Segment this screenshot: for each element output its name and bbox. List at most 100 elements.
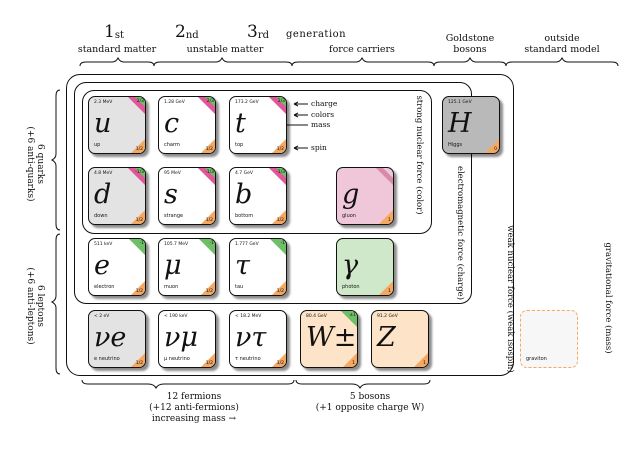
leptons-label: 6 leptons(+6 anti-leptons) bbox=[25, 267, 45, 345]
particle-cell-tau[interactable]: -1 1.777 GeV τ tau 1/2 bbox=[229, 238, 287, 296]
charge-corner bbox=[129, 239, 145, 255]
particle-mass: 125.1 GeV bbox=[448, 100, 472, 105]
particle-symbol: e bbox=[94, 250, 110, 281]
standard-matter-label: standard matter bbox=[77, 44, 157, 55]
unstable-matter-label: unstable matter bbox=[186, 44, 264, 55]
goldstone-label: Goldstone bbox=[445, 33, 495, 44]
particle-cell-strange[interactable]: -1/3 95 MeV s strange 1/2 bbox=[158, 167, 216, 225]
particle-cell-muon[interactable]: -1 105.7 MeV μ muon 1/2 bbox=[158, 238, 216, 296]
quarks-label: 6 quarks(+6 anti-quarks) bbox=[25, 126, 45, 202]
particle-cell-electron[interactable]: -1 511 keV e electron 1/2 bbox=[88, 238, 146, 296]
particle-name: Higgs bbox=[448, 142, 463, 148]
particle-symbol: s bbox=[164, 179, 178, 210]
spin-corner bbox=[414, 353, 428, 367]
charge-annotation: charge bbox=[311, 99, 338, 108]
bosons-label: bosons bbox=[453, 44, 487, 55]
particle-cell-up[interactable]: 2/3 2.3 MeV u up 1/2 bbox=[88, 96, 146, 154]
gen1-label: 1st bbox=[104, 22, 124, 42]
particle-cell-tau-neutrino[interactable]: < 18.2 MeV ντ τ neutrino 1/2 bbox=[229, 310, 287, 368]
particle-cell-gluon[interactable]: g gluon 1 bbox=[336, 167, 394, 225]
particle-cell-z-boson[interactable]: 91.2 GeV Z 1 bbox=[371, 310, 429, 368]
particle-mass: 80.4 GeV bbox=[306, 314, 327, 319]
strong-force-region bbox=[82, 90, 432, 234]
spin-corner bbox=[485, 139, 499, 153]
particle-mass: 173.2 GeV bbox=[235, 100, 259, 105]
outside-label: outside bbox=[544, 33, 580, 44]
gravity-force-label: gravitational force (mass) bbox=[603, 242, 613, 354]
spin-corner bbox=[272, 139, 286, 153]
spin-corner bbox=[272, 353, 286, 367]
particle-name: gluon bbox=[342, 213, 356, 219]
particle-cell-electron-neutrino[interactable]: < 2 eV νe e neutrino 1/2 bbox=[88, 310, 146, 368]
particle-name: graviton bbox=[526, 356, 547, 362]
particle-name: charm bbox=[164, 142, 180, 148]
fermions-summary: 12 fermions (+12 anti-fermions) increasi… bbox=[149, 392, 239, 424]
spin-corner bbox=[131, 281, 145, 295]
particle-mass: < 2 eV bbox=[94, 314, 110, 319]
particle-cell-bottom[interactable]: -1/3 4.7 GeV b bottom 1/2 bbox=[229, 167, 287, 225]
particle-name: e neutrino bbox=[94, 356, 120, 362]
spin-annotation: spin bbox=[311, 143, 327, 152]
particle-cell-graviton[interactable]: graviton bbox=[520, 310, 578, 368]
particle-name: electron bbox=[94, 284, 115, 290]
particle-mass: 4.8 MeV bbox=[94, 171, 113, 176]
charge-corner bbox=[270, 239, 286, 255]
particle-name: photon bbox=[342, 284, 360, 290]
particle-symbol: γ bbox=[342, 250, 359, 281]
particle-mass: 91.2 GeV bbox=[377, 314, 398, 319]
particle-mass: 1.28 GeV bbox=[164, 100, 185, 105]
particle-mass: 4.7 GeV bbox=[235, 171, 253, 176]
mass-annotation: mass bbox=[311, 120, 331, 129]
particle-cell-higgs[interactable]: 125.1 GeV H Higgs 0 bbox=[442, 96, 500, 154]
spin-corner bbox=[201, 353, 215, 367]
spin-corner bbox=[272, 281, 286, 295]
particle-symbol: u bbox=[94, 108, 112, 139]
particle-name: top bbox=[235, 142, 244, 148]
generation-label: generation bbox=[286, 29, 347, 40]
particle-mass: 1.777 GeV bbox=[235, 242, 259, 247]
particle-mass: 105.7 MeV bbox=[164, 242, 189, 247]
spin-corner bbox=[379, 210, 393, 224]
particle-cell-muon-neutrino[interactable]: < 190 keV νμ μ neutrino 1/2 bbox=[158, 310, 216, 368]
particle-symbol: g bbox=[342, 179, 360, 210]
particle-mass: < 190 keV bbox=[164, 314, 188, 319]
spin-corner bbox=[343, 353, 357, 367]
particle-cell-down[interactable]: -1/3 4.8 MeV d down 1/2 bbox=[88, 167, 146, 225]
gen3-label: 3rd bbox=[247, 22, 270, 42]
spin-corner bbox=[131, 353, 145, 367]
particle-symbol: μ bbox=[164, 250, 182, 281]
particle-name: down bbox=[94, 213, 108, 219]
particle-symbol: c bbox=[164, 108, 180, 139]
gen2-label: 2nd bbox=[175, 22, 199, 42]
charge-corner bbox=[199, 239, 215, 255]
particle-symbol: τ bbox=[235, 250, 250, 281]
particle-name: μ neutrino bbox=[164, 356, 190, 362]
particle-mass: < 18.2 MeV bbox=[235, 314, 262, 319]
em-force-region bbox=[74, 82, 472, 304]
strong-force-label: strong nuclear force (color) bbox=[414, 95, 424, 215]
spin-corner bbox=[272, 210, 286, 224]
particle-symbol: W± bbox=[306, 322, 357, 353]
particle-cell-charm[interactable]: 2/3 1.28 GeV c charm 1/2 bbox=[158, 96, 216, 154]
particle-symbol: νe bbox=[94, 322, 127, 353]
particle-symbol: t bbox=[235, 108, 246, 139]
spin-corner bbox=[131, 139, 145, 153]
particle-name: strange bbox=[164, 213, 184, 219]
particle-symbol: H bbox=[448, 108, 472, 139]
particle-symbol: νμ bbox=[164, 322, 198, 353]
particle-symbol: ντ bbox=[235, 322, 267, 353]
particle-symbol: d bbox=[94, 179, 112, 210]
particle-name: tau bbox=[235, 284, 244, 290]
particle-symbol: Z bbox=[377, 322, 396, 353]
spin-corner bbox=[201, 139, 215, 153]
force-carriers-label: force carriers bbox=[329, 44, 395, 55]
particle-cell-top[interactable]: 2/3 173.2 GeV t top 1/2 bbox=[229, 96, 287, 154]
particle-mass: 95 MeV bbox=[164, 171, 181, 176]
spin-corner bbox=[201, 281, 215, 295]
standard-model-label: standard model bbox=[524, 44, 600, 55]
spin-corner bbox=[131, 210, 145, 224]
particle-name: τ neutrino bbox=[235, 356, 261, 362]
particle-cell-w-boson[interactable]: ±1 80.4 GeV W± 1 bbox=[300, 310, 358, 368]
particle-cell-photon[interactable]: γ photon 1 bbox=[336, 238, 394, 296]
